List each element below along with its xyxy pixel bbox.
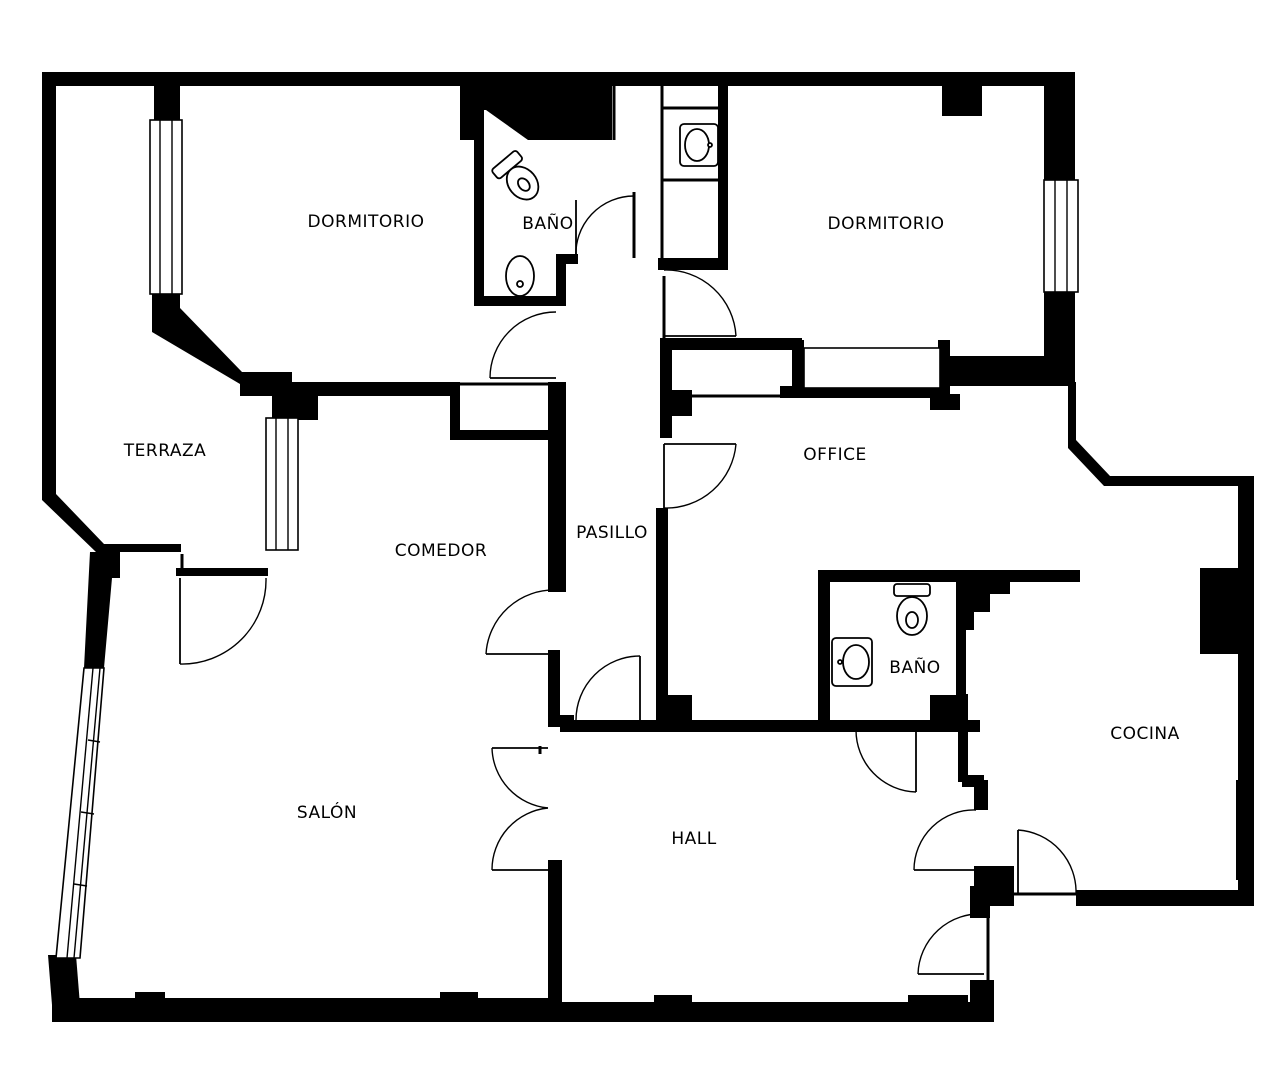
room-label-bano-small: BAÑO: [889, 656, 940, 678]
window-terraza: [265, 417, 299, 551]
room-label-dormitorio-left: DORMITORIO: [308, 212, 425, 232]
sink-icon: [831, 637, 873, 687]
room-labels: DORMITORIO BAÑO DORMITORIO TERRAZA COMED…: [123, 212, 1179, 849]
room-label-hall: HALL: [671, 829, 716, 849]
room-label-bano-top: BAÑO: [522, 212, 573, 234]
room-label-dormitorio-right: DORMITORIO: [828, 214, 945, 234]
outer-walls: [42, 72, 1254, 1022]
windows: [55, 119, 1079, 959]
room-label-cocina: COCINA: [1110, 724, 1179, 744]
room-label-salon: SALÓN: [297, 801, 357, 823]
interior-walls: [152, 80, 1080, 1002]
window-dormitorio-right: [1043, 179, 1079, 293]
room-label-pasillo: PASILLO: [576, 523, 648, 543]
doors: [179, 195, 1077, 975]
room-label-terraza: TERRAZA: [123, 441, 206, 461]
bidet-icon: [505, 255, 535, 297]
fixtures: [491, 123, 931, 687]
toilet-icon: [491, 150, 540, 201]
thin-partitions: [180, 86, 1076, 980]
window-office: [803, 347, 941, 389]
window-dormitorio-left: [149, 119, 183, 295]
toilet-icon: [893, 583, 931, 636]
sink-icon: [679, 123, 719, 167]
room-label-office: OFFICE: [803, 445, 867, 465]
room-label-comedor: COMEDOR: [395, 541, 487, 561]
